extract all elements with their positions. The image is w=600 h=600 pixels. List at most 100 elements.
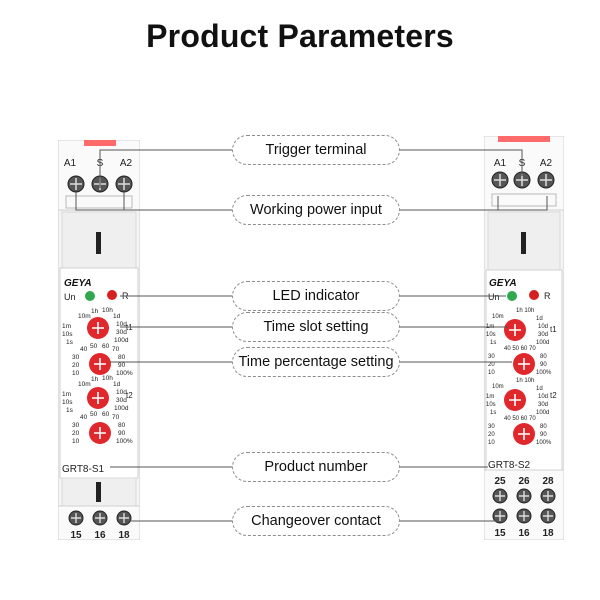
callout-product-number: Product number [232,452,400,482]
callout-working-power-input: Working power input [232,195,400,225]
callout-label: LED indicator [272,288,360,304]
svg-text:1h: 1h [91,308,99,315]
callout-label: Trigger terminal [265,142,367,158]
svg-text:100%: 100% [116,438,133,445]
terminal-label-16: 16 [518,528,530,539]
svg-text:30: 30 [72,422,80,429]
relay-device-left: A1 S A2 GEYA Un R 10m 1h 10h 1d 10d 30d … [58,140,140,540]
svg-text:90: 90 [118,362,126,369]
svg-text:1h 10h: 1h 10h [516,308,534,314]
svg-text:1m: 1m [62,323,71,330]
svg-text:30: 30 [488,424,495,430]
brand-logo: GEYA [64,278,92,289]
callout-label: Working power input [250,202,382,218]
relay-device-right: A1 S A2 GEYA Un R 10m 1h 10h 1d 10d 30d … [484,136,564,540]
svg-text:10s: 10s [486,332,496,338]
svg-text:1s: 1s [490,410,496,416]
callout-time-percentage-setting: Time percentage setting [232,347,400,377]
svg-text:10s: 10s [486,402,496,408]
led-label-un: Un [64,292,76,302]
svg-text:90: 90 [118,430,126,437]
svg-text:20: 20 [488,432,495,438]
knob-t1-label: t1 [126,323,133,332]
svg-text:10: 10 [72,438,80,445]
svg-text:20: 20 [488,362,495,368]
svg-text:10d: 10d [538,394,548,400]
callout-led-indicator: LED indicator [232,281,400,311]
svg-text:70: 70 [112,346,120,353]
knob-percentage-2: 50 40 60 70 30 20 10 80 90 100% [72,411,133,445]
svg-text:1d: 1d [113,313,121,320]
svg-text:100d: 100d [536,410,549,416]
svg-text:10m: 10m [492,314,504,320]
svg-text:50: 50 [90,411,98,418]
svg-text:100d: 100d [114,337,129,344]
svg-text:1h: 1h [91,376,99,383]
led-label-r: R [544,291,551,301]
svg-text:90: 90 [540,432,547,438]
svg-text:40: 40 [80,414,88,421]
callout-label: Product number [264,459,368,475]
svg-text:1s: 1s [66,407,74,414]
terminal-label-a2: A2 [540,158,553,169]
callout-time-slot-setting: Time slot setting [232,312,400,342]
svg-text:10m: 10m [78,381,91,388]
brand-logo: GEYA [489,278,517,289]
terminal-label-15: 15 [494,528,506,539]
knob-t2-label: t2 [126,391,133,400]
svg-text:1m: 1m [486,394,494,400]
terminal-label-s: S [97,158,104,169]
svg-text:10d: 10d [116,389,127,396]
callout-trigger-terminal: Trigger terminal [232,135,400,165]
terminal-label-28: 28 [542,476,554,487]
knob-percentage-1: 50 40 60 70 30 20 10 80 90 100% [72,343,133,377]
svg-text:10d: 10d [116,321,127,328]
svg-text:100d: 100d [536,340,549,346]
svg-text:10m: 10m [78,313,91,320]
svg-text:80: 80 [118,422,126,429]
svg-text:90: 90 [540,362,547,368]
callout-label: Time percentage setting [238,354,394,370]
svg-text:80: 80 [540,354,547,360]
svg-text:30d: 30d [116,329,127,336]
terminal-label-18: 18 [542,528,554,539]
screw-icon [491,171,555,189]
terminal-label-15: 15 [70,530,82,540]
led-red-icon [529,290,539,300]
svg-text:10: 10 [72,370,80,377]
svg-text:20: 20 [72,430,80,437]
knob-t2: 10m 1h 10h 1d 10d 30d 100d 1m 10s 1s t2 [62,375,133,414]
knob-percentage-1: 40 50 60 70 30 20 10 80 90 100% [488,346,552,376]
svg-text:1h 10h: 1h 10h [516,378,534,384]
svg-text:100%: 100% [536,440,552,446]
bottom-terminal-block [484,469,564,540]
terminal-label-26: 26 [518,476,530,487]
svg-text:1d: 1d [113,381,121,388]
terminal-label-18: 18 [118,530,130,540]
led-label-un: Un [488,292,500,302]
svg-text:10: 10 [488,440,495,446]
terminal-label-16: 16 [94,530,106,540]
svg-text:10h: 10h [102,307,113,314]
svg-text:40 50 60 70: 40 50 60 70 [504,346,536,352]
led-red-icon [107,290,117,300]
model-number: GRT8-S2 [488,460,530,471]
svg-text:10s: 10s [62,331,73,338]
knob-t1-label: t1 [550,325,557,334]
terminal-label-a1: A1 [64,158,77,169]
svg-text:10s: 10s [62,399,73,406]
terminal-label-25: 25 [494,476,506,487]
callout-label: Changeover contact [251,513,381,529]
svg-text:10d: 10d [538,324,548,330]
svg-text:30: 30 [488,354,495,360]
svg-text:40 50 60 70: 40 50 60 70 [504,416,536,422]
svg-text:20: 20 [72,362,80,369]
svg-text:80: 80 [118,354,126,361]
led-green-icon [85,291,95,301]
model-number: GRT8-S1 [62,464,104,475]
svg-text:10h: 10h [102,375,113,382]
svg-text:1d: 1d [536,386,543,392]
svg-text:30d: 30d [538,332,548,338]
din-clip-slot [96,232,101,254]
screw-icon [492,488,556,524]
